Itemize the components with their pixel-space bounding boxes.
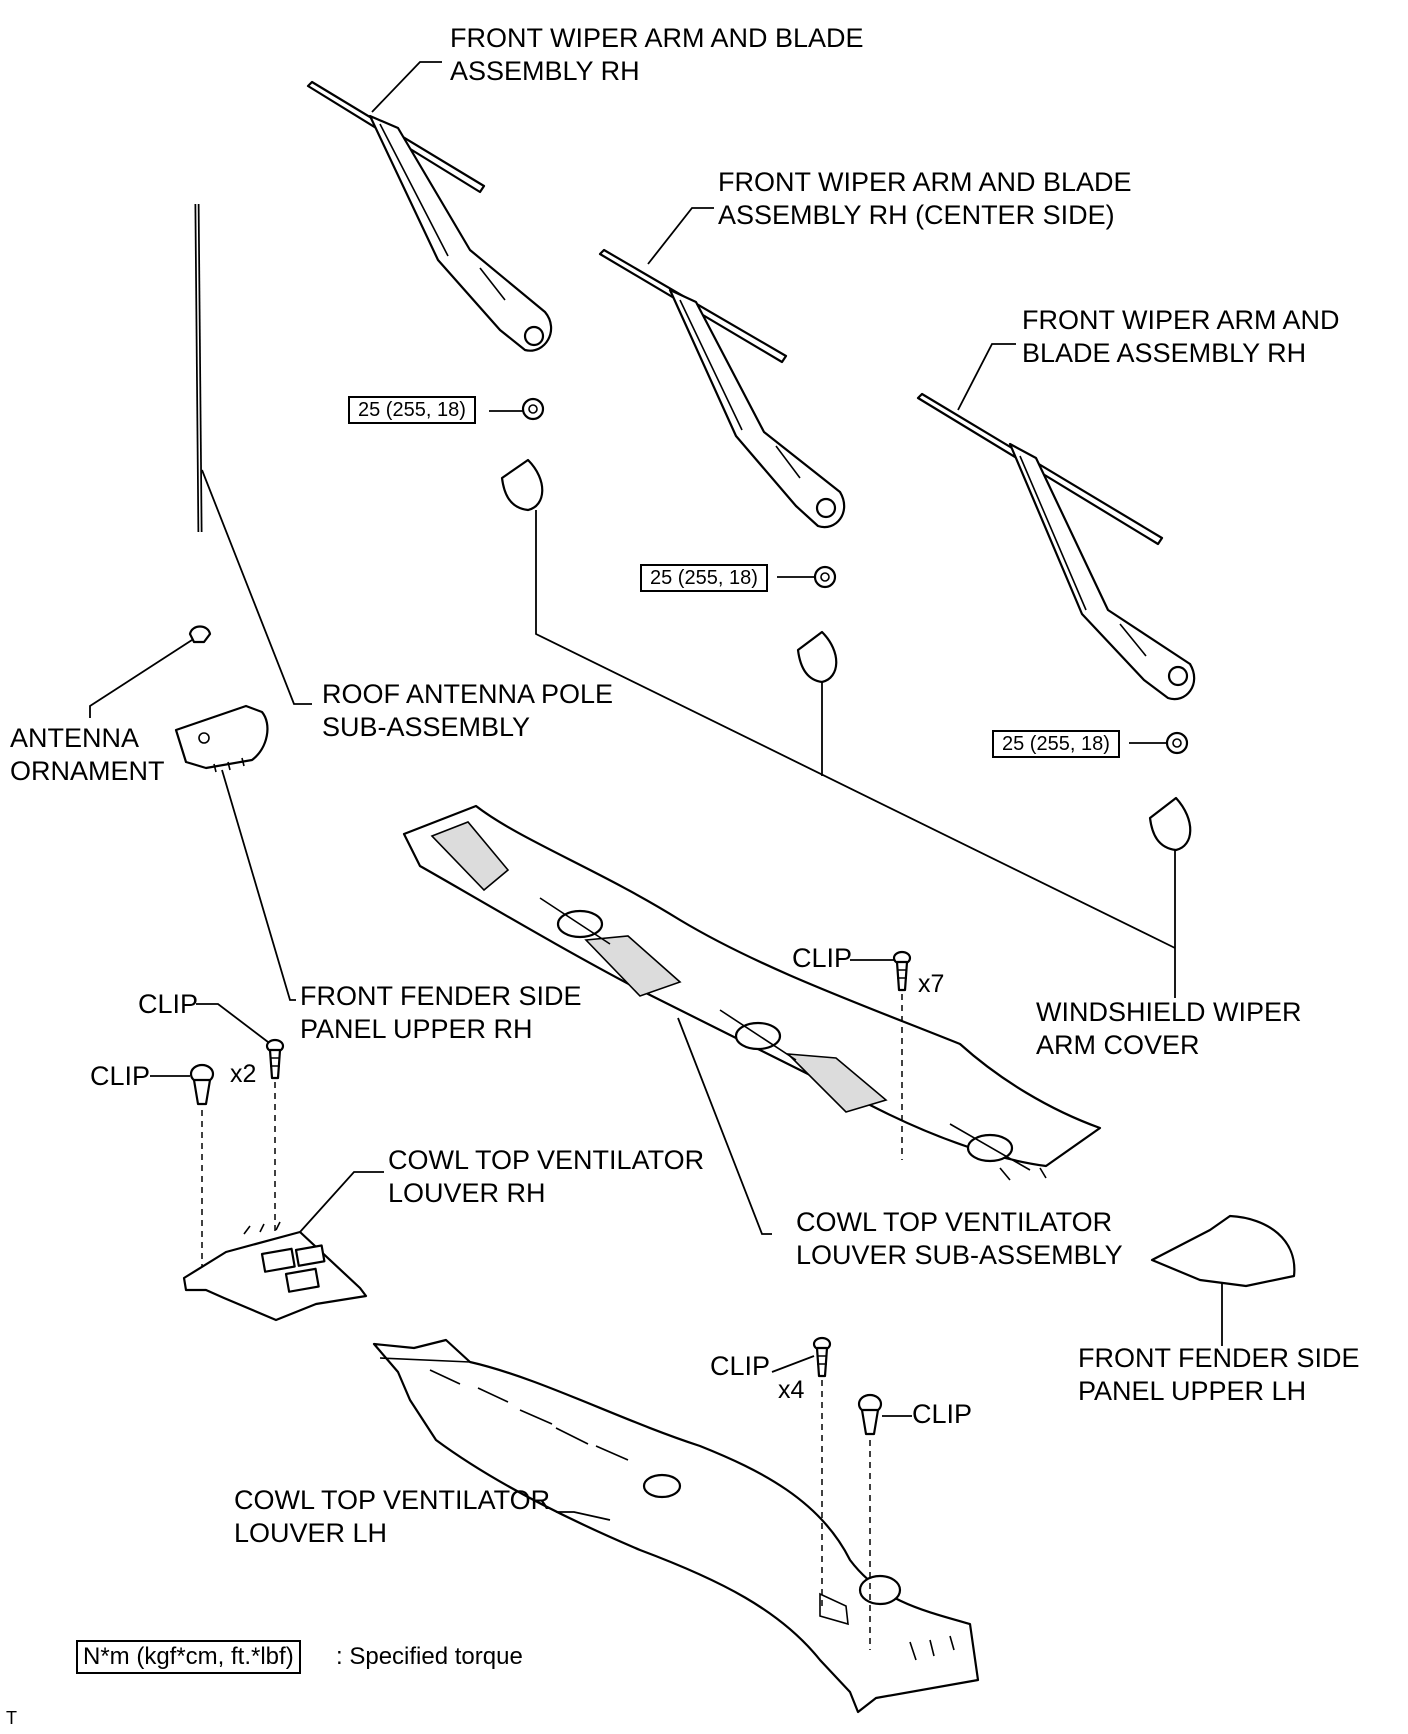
wiper-arm-cover-3 [1148,796,1192,852]
front-fender-side-panel-rh [174,704,269,773]
nut-3 [1165,731,1189,755]
wiper-arm-rh-center [598,248,846,529]
wiper-arm-rh-1 [306,80,553,352]
label-clip-x7: CLIP [792,943,853,973]
corner-mark: T [6,1708,17,1728]
nut-1 [521,397,545,421]
label-clip-single-left: CLIP [90,1061,151,1091]
clip-x4 [812,1336,832,1378]
wiper-arm-cover-2 [796,630,838,684]
label-clip-x4: CLIP [710,1351,771,1381]
legend-text: : Specified torque [336,1643,523,1670]
label-clip-x2: CLIP [138,989,199,1019]
cowl-louver-rh [182,1221,368,1322]
nut-2 [813,565,837,589]
clip-single-left [189,1063,215,1106]
clip-x7 [892,950,912,992]
quantity-x2: x2 [230,1060,257,1088]
quantity-x4: x4 [778,1376,805,1404]
clip-x2 [265,1038,285,1080]
label-clip-single-right: CLIP [912,1399,973,1429]
front-fender-side-panel-lh [1150,1214,1296,1288]
torque-spec-2: 25 (255, 18) [640,564,768,592]
legend-torque-unit: N*m (kgf*cm, ft.*lbf) [76,1640,301,1674]
clip-single-right [857,1393,883,1436]
wiper-arm-rh-2 [916,392,1196,701]
roof-antenna-pole [194,203,203,533]
wiper-arm-cover-1 [500,458,544,512]
antenna-ornament [188,625,212,644]
cowl-louver-sub-assembly [402,804,1102,1181]
torque-spec-1: 25 (255, 18) [348,396,476,424]
quantity-x7: x7 [918,970,945,998]
torque-spec-3: 25 (255, 18) [992,730,1120,758]
